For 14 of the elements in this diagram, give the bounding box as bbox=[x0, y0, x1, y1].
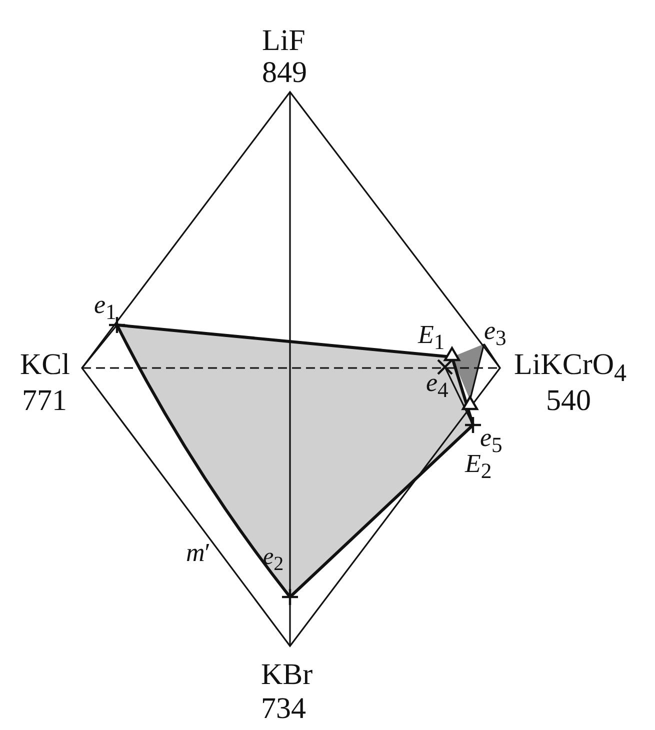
compound-label: LiF bbox=[262, 26, 306, 56]
point-label: e$_{3}$ bbox=[484, 318, 506, 350]
compound-label: LiKCrO$_{4}$ bbox=[514, 350, 626, 386]
point-label: e$_{1}$ bbox=[94, 292, 116, 324]
compound-label: KCl bbox=[20, 350, 70, 380]
compound-label: KBr bbox=[261, 660, 313, 690]
melting-point: 849 bbox=[262, 58, 307, 88]
melting-point: 540 bbox=[546, 386, 591, 416]
curve-label: m′ bbox=[186, 540, 210, 566]
point-label: E$_{1}$ bbox=[418, 322, 445, 354]
melting-point: 734 bbox=[261, 694, 306, 724]
point-label: e$_{2}$ bbox=[263, 545, 284, 574]
melting-point: 771 bbox=[22, 386, 67, 416]
point-label: e$_{4}$ bbox=[426, 370, 448, 402]
